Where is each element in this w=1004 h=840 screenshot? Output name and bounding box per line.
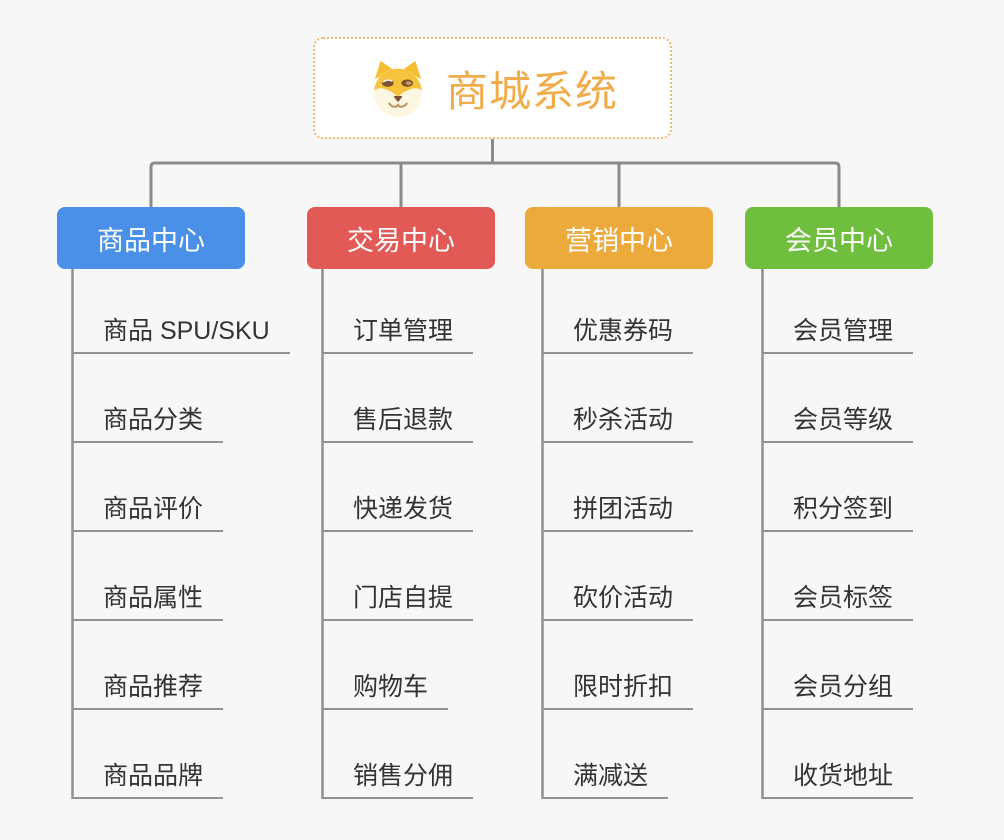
root-title: 商城系统 (445, 67, 618, 115)
leaf-item[interactable]: 销售分佣 (322, 761, 474, 799)
root-node[interactable]: 商城系统 (313, 37, 672, 139)
leaf-item[interactable]: 商品属性 (72, 583, 224, 621)
leaf-item[interactable]: 收货地址 (762, 761, 914, 799)
branch-leaves-trade: 订单管理 售后退款 快递发货 门店自提 购物车 销售分佣 (322, 0, 562, 840)
leaf-item[interactable]: 商品分类 (72, 405, 224, 443)
branch-leaves-member: 会员管理 会员等级 积分签到 会员标签 会员分组 收货地址 (762, 0, 1002, 840)
leaf-item[interactable]: 优惠券码 (542, 316, 694, 354)
leaf-item[interactable]: 门店自提 (322, 583, 474, 621)
leaf-item[interactable]: 商品评价 (72, 494, 224, 532)
branch-box-member-center[interactable]: 会员中心 (745, 207, 933, 269)
top-connector-line (149, 139, 841, 207)
branch-trunk-lines (71, 269, 764, 799)
leaf-item[interactable]: 会员等级 (762, 405, 914, 443)
leaf-item[interactable]: 拼团活动 (542, 494, 694, 532)
branch-leaves-product: 商品 SPU/SKU 商品分类 商品评价 商品属性 商品推荐 商品品牌 (72, 0, 312, 840)
leaf-item[interactable]: 积分签到 (762, 494, 914, 532)
branch-label: 商品中心 (97, 225, 205, 256)
leaf-item[interactable]: 会员标签 (762, 583, 914, 621)
branch-box-product-center[interactable]: 商品中心 (57, 207, 245, 269)
doge-icon (373, 60, 423, 118)
leaf-item[interactable]: 砍价活动 (542, 583, 694, 621)
leaf-item[interactable]: 会员分组 (762, 672, 914, 710)
branch-label: 会员中心 (785, 225, 893, 256)
branch-box-trade-center[interactable]: 交易中心 (307, 207, 495, 269)
leaf-item[interactable]: 订单管理 (322, 316, 474, 354)
branch-leaves-marketing: 优惠券码 秒杀活动 拼团活动 砍价活动 限时折扣 满减送 (542, 0, 782, 840)
leaf-item[interactable]: 商品品牌 (72, 761, 224, 799)
branch-label: 营销中心 (565, 225, 673, 256)
branch-label: 交易中心 (347, 225, 455, 256)
leaf-item[interactable]: 商品 SPU/SKU (72, 316, 290, 354)
leaf-item[interactable]: 商品推荐 (72, 672, 224, 710)
leaf-item[interactable]: 限时折扣 (542, 672, 694, 710)
leaf-item[interactable]: 秒杀活动 (542, 405, 694, 443)
leaf-item[interactable]: 满减送 (542, 761, 669, 799)
branch-box-marketing-center[interactable]: 营销中心 (525, 207, 713, 269)
leaf-item[interactable]: 购物车 (322, 672, 449, 710)
leaf-item[interactable]: 会员管理 (762, 316, 914, 354)
leaf-item[interactable]: 售后退款 (322, 405, 474, 443)
leaf-item[interactable]: 快递发货 (322, 494, 474, 532)
